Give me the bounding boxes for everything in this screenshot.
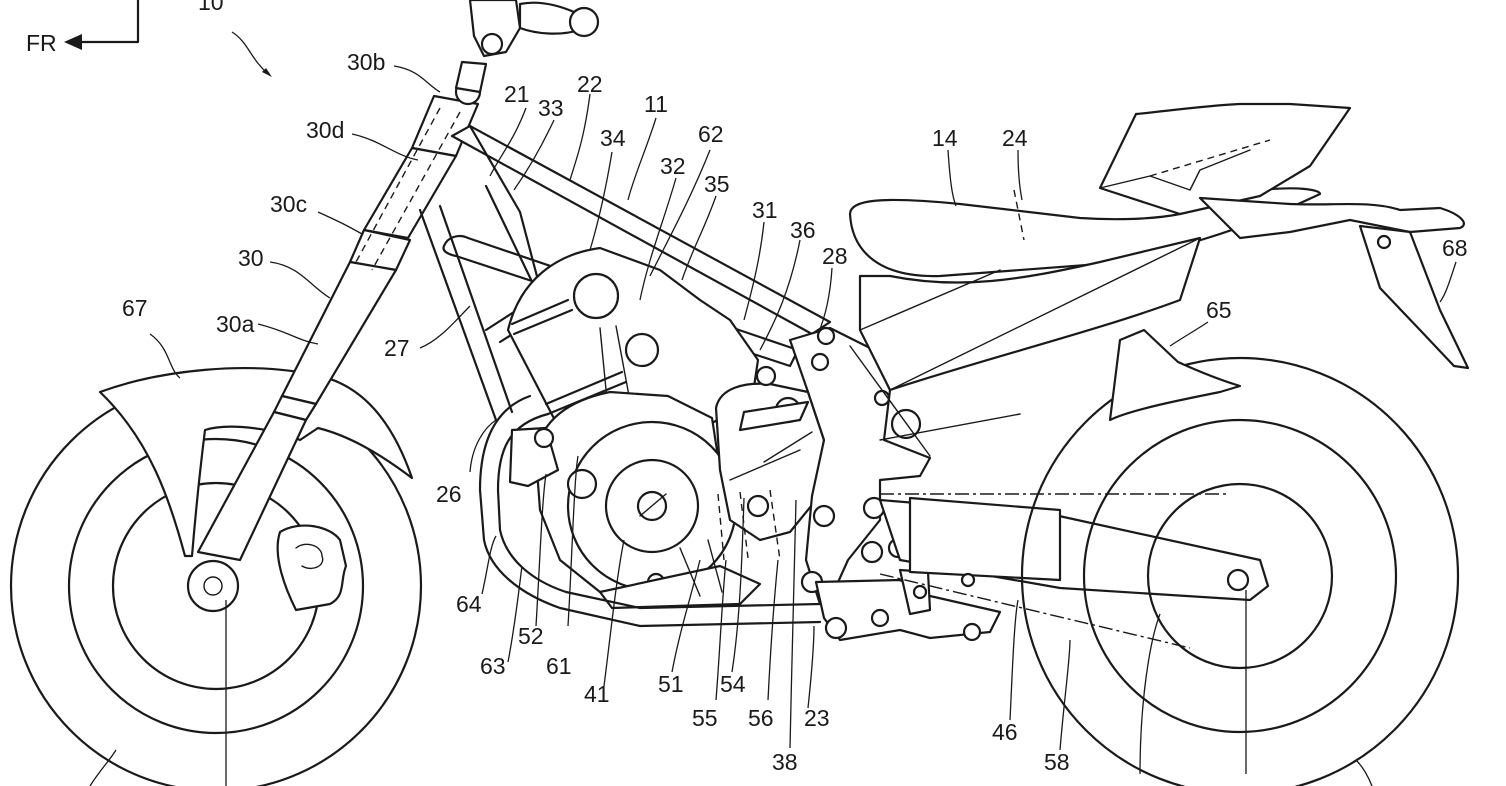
swingarm: [878, 496, 1270, 602]
label-32: 32: [660, 153, 686, 179]
label-11: 11: [644, 91, 668, 117]
label-46: 46: [992, 719, 1018, 745]
label-58: 58: [1044, 749, 1070, 775]
label-direction: FR: [26, 30, 57, 56]
label-28: 28: [822, 243, 848, 269]
label-33: 33: [538, 95, 564, 121]
leader-lines: [89, 65, 1457, 786]
label-62: 62: [698, 121, 724, 147]
front-fender: [98, 367, 414, 558]
engine: [506, 246, 762, 610]
label-52: 52: [518, 623, 544, 649]
label-21: 21: [504, 81, 530, 107]
label-67: 67: [122, 295, 148, 321]
label-34: 34: [600, 125, 626, 151]
exhaust-pipe: [478, 394, 822, 628]
reference-labels: FR 10 30b 21 33 22 11 30d 34 62 32 35 14…: [26, 0, 1468, 775]
label-35: 35: [704, 171, 730, 197]
label-36: 36: [790, 217, 816, 243]
label-63: 63: [480, 653, 506, 679]
label-10: 10: [198, 0, 224, 15]
brake-caliper: [276, 524, 348, 612]
label-68: 68: [1442, 235, 1468, 261]
label-51: 51: [658, 671, 684, 697]
rear-wheel: [879, 356, 1460, 786]
label-30d: 30d: [306, 117, 344, 143]
label-23: 23: [804, 705, 830, 731]
label-30: 30: [238, 245, 264, 271]
seat-and-tail: [848, 102, 1470, 392]
label-26: 26: [436, 481, 462, 507]
label-31: 31: [752, 197, 778, 223]
leader-10: [231, 31, 269, 75]
label-38: 38: [772, 749, 798, 775]
label-30c: 30c: [270, 191, 307, 217]
label-24: 24: [1002, 125, 1028, 151]
label-14: 14: [932, 125, 958, 151]
label-61: 61: [546, 653, 572, 679]
label-65: 65: [1206, 297, 1232, 323]
label-64: 64: [456, 591, 482, 617]
chain-guard: [1108, 328, 1242, 422]
label-30a: 30a: [216, 311, 255, 337]
label-54: 54: [720, 671, 746, 697]
label-30b: 30b: [347, 49, 385, 75]
handlebar: [454, 0, 600, 94]
label-55: 55: [692, 705, 718, 731]
label-27: 27: [384, 335, 410, 361]
front-fork: [196, 94, 480, 562]
label-41: 41: [584, 681, 610, 707]
label-56: 56: [748, 705, 774, 731]
direction-arrow: [64, 0, 140, 50]
label-22: 22: [577, 71, 603, 97]
linkage: [814, 568, 1002, 642]
